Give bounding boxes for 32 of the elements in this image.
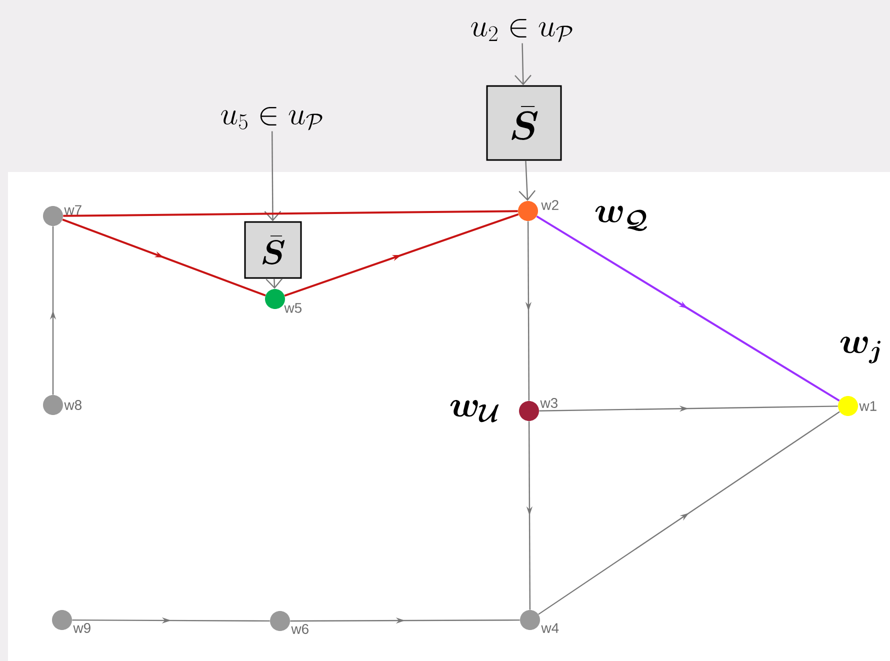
arrow (538, 411, 840, 615)
vertex-dot (43, 206, 63, 226)
vertex-label: w8 (64, 400, 82, 410)
vertex-symbol: $\boldsymbol{w}_{\boldsymbol{j}}$ (840, 336, 880, 364)
arrow (514, 43, 532, 86)
vertex-dot (838, 396, 858, 416)
vertex-dot (518, 201, 538, 221)
vertex-dot (270, 611, 290, 631)
vertex-label: w7 (64, 205, 82, 215)
math-label: $u_2 \in u_{\mathcal{P}}$ (471, 18, 572, 42)
vertex-label: w5 (284, 303, 302, 313)
vertex-symbol: $\boldsymbol{w}_{\boldsymbol{\mathcal{Q}}}$ (595, 206, 647, 231)
vertex-dot (519, 401, 539, 421)
operator-box: $\bar{\boldsymbol{S}}$ (244, 221, 302, 279)
arrow (518, 160, 536, 201)
arrow (284, 213, 519, 297)
arrow (536, 215, 840, 402)
vertex-symbol: $\boldsymbol{w}_{\boldsymbol{\mathcal{U}}}$ (450, 400, 499, 422)
vertex-label: w2 (541, 200, 558, 210)
vertex-dot (520, 610, 540, 630)
arrow (264, 131, 282, 222)
vertex-label: w6 (291, 624, 308, 634)
vertex-label: w3 (540, 398, 558, 408)
vertex-dot (43, 395, 63, 415)
vertex-label: w9 (73, 623, 90, 633)
vertex-dot (265, 289, 285, 309)
vertex-dot (52, 610, 72, 630)
vertex-label: w4 (541, 623, 559, 633)
operator-box: $\bar{\boldsymbol{S}}$ (486, 85, 562, 161)
arrow (62, 218, 266, 296)
vertex-label: w1 (859, 401, 876, 411)
math-label: $u_5 \in u_{\mathcal{P}}$ (221, 106, 322, 130)
